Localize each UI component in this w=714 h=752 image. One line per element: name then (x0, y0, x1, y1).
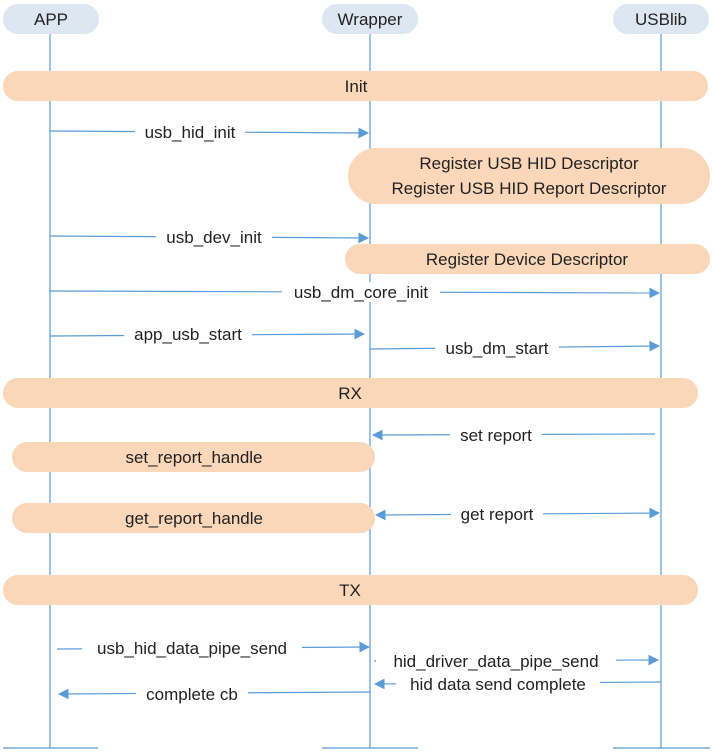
msg-usb-dm-core-init-label: usb_dm_core_init (294, 283, 428, 302)
actor-usblib-label: USBlib (635, 10, 687, 29)
section-tx: TX (3, 575, 698, 605)
msg-usb-dm-start: usb_dm_start (369, 338, 661, 358)
msg-hid-driver-data-pipe-send-label: hid_driver_data_pipe_send (393, 652, 598, 671)
msg-set-report: set report (371, 425, 656, 445)
msg-usb-dev-init-label: usb_dev_init (166, 228, 262, 247)
msg-get-report: get report (374, 504, 661, 524)
actor-app: APP (3, 4, 99, 34)
actor-wrapper: Wrapper (322, 4, 418, 34)
note-get-report-handle: get_report_handle (12, 503, 375, 533)
msg-hid-data-send-complete-label: hid data send complete (410, 675, 586, 694)
note-device-desc-label: Register Device Descriptor (426, 250, 629, 269)
msg-set-report-label: set report (460, 426, 532, 445)
msg-usb-dm-start-label: usb_dm_start (446, 339, 549, 358)
section-init-label: Init (345, 77, 368, 96)
msg-app-usb-start-label: app_usb_start (134, 325, 242, 344)
msg-usb-dm-core-init: usb_dm_core_init (49, 282, 661, 302)
msg-usb-dev-init: usb_dev_init (49, 227, 370, 247)
actor-app-label: APP (34, 10, 68, 29)
section-rx: RX (3, 378, 698, 408)
actor-usblib: USBlib (613, 4, 709, 34)
msg-app-usb-start: app_usb_start (49, 324, 366, 344)
msg-complete-cb-label: complete cb (146, 685, 238, 704)
note-get-report-handle-label: get_report_handle (125, 509, 263, 528)
note-hid-desc-line2: Register USB HID Report Descriptor (392, 179, 667, 198)
msg-get-report-label: get report (461, 505, 534, 524)
note-device-descriptor: Register Device Descriptor (345, 244, 710, 274)
note-set-report-handle: set_report_handle (12, 442, 375, 472)
section-tx-label: TX (339, 581, 361, 600)
section-init: Init (3, 71, 708, 101)
note-hid-desc-line1: Register USB HID Descriptor (419, 154, 639, 173)
msg-complete-cb: complete cb (57, 684, 371, 704)
msg-hid-driver-data-pipe-send: hid_driver_data_pipe_send (373, 651, 660, 671)
msg-usb-hid-init-label: usb_hid_init (145, 123, 236, 142)
msg-hid-data-send-complete: hid data send complete (373, 674, 662, 694)
msg-usb-hid-data-pipe-send: usb_hid_data_pipe_send (56, 638, 371, 658)
note-set-report-handle-label: set_report_handle (125, 448, 262, 467)
section-rx-label: RX (338, 384, 362, 403)
note-hid-descriptors: Register USB HID Descriptor Register USB… (348, 148, 710, 204)
msg-usb-hid-init: usb_hid_init (49, 122, 370, 142)
actor-wrapper-label: Wrapper (338, 10, 403, 29)
msg-usb-hid-data-pipe-send-label: usb_hid_data_pipe_send (97, 639, 287, 658)
